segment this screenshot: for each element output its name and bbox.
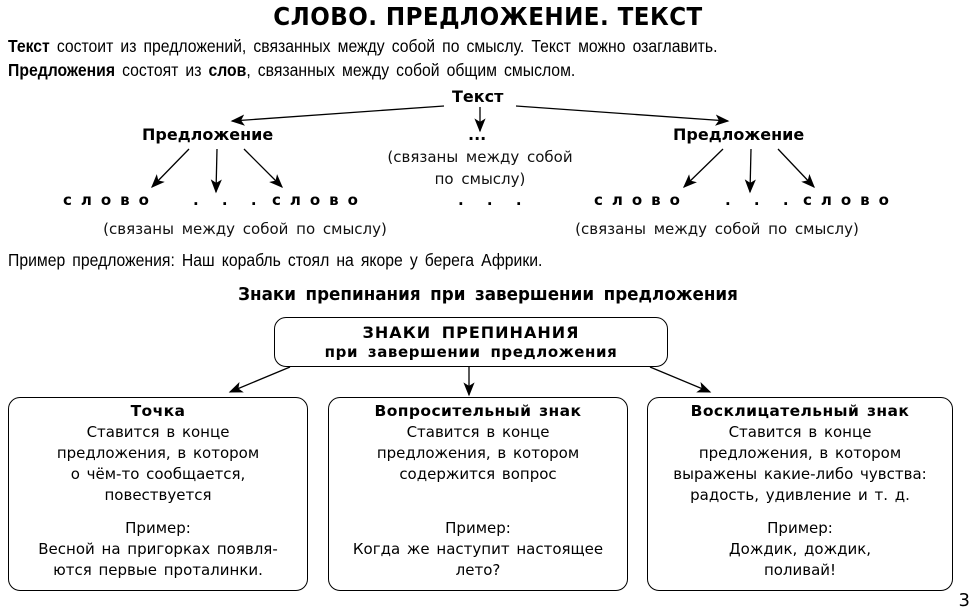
term-sentences: Предложения [8,60,116,80]
tree-root-text: Текст [452,87,504,106]
card-example-line: Дождик, дождик, [728,540,872,558]
tree-word: слово [63,191,158,209]
card-title: Вопросительный знак [374,402,582,420]
tree-words-note-left: (связаны между собой по смыслу) [103,220,387,238]
tree-word-ellipsis: . . . [725,191,798,209]
card-description-line: Ставится в конце [406,423,550,441]
arrow-sentence-to-word [243,148,283,188]
arrow-sentence-to-word [777,148,815,189]
tree-word: слово [272,191,367,209]
tree-middle-ellipsis: . . . [458,191,531,209]
arrow-sentence-to-ellipsis [744,148,756,194]
arrow-text-to-sentence-left [230,105,445,126]
tree-word: слово [803,191,898,209]
card-example-label: Пример: [125,519,191,537]
term-words: слов [208,60,247,80]
section-heading: Знаки препинания при завершении предложе… [238,284,738,305]
card-description-line: Ставится в конце [86,423,230,441]
arrow-sentence-to-word [682,148,724,188]
card-exclamation-mark: Восклицательный знак Ставится в конце пр… [647,397,953,591]
arrow-box-to-card-exclamation [649,366,712,393]
card-description-line: содержится вопрос [399,465,557,483]
punctuation-box-title: ЗНАКИ ПРЕПИНАНИЯ [362,323,580,342]
card-example-line: Когда же наступит настоящее [352,540,604,558]
card-example-line: лето? [455,561,501,579]
card-description-line: предложения, в котором [698,444,902,462]
example-sentence: Пример предложения: Наш корабль стоял на… [8,250,543,270]
card-title: Восклицательный знак [690,402,910,420]
arrow-box-to-card-period [228,366,291,393]
intro-sentence-definition: Предложения состоят из слов, связанных м… [8,60,576,80]
card-example-line: поливай! [763,561,837,579]
card-example-label: Пример: [767,519,833,537]
tree-sentence-left: Предложение [142,125,274,144]
card-description-line: радость, удивление и т. д. [690,486,910,504]
tree-word-ellipsis: . . . [193,191,266,209]
card-example-label: Пример: [445,519,511,537]
card-title: Точка [130,402,186,420]
punctuation-box-subtitle: при завершении предложения [324,343,618,361]
tree-root-note-line2: по смыслу) [434,170,526,188]
page-number: 3 [958,590,970,611]
card-description-line: повествуется [104,486,212,504]
intro-text-definition: Текст состоит из предложений, связанных … [8,36,718,56]
arrow-text-to-sentence-right [515,105,730,126]
term-text: Текст [8,36,50,56]
punctuation-root-box: ЗНАКИ ПРЕПИНАНИЯ при завершении предложе… [274,317,668,367]
tree-sentence-right: Предложение [673,125,805,144]
card-question-mark: Вопросительный знак Ставится в конце пре… [328,397,628,591]
card-description-line: выражены какие-либо чувства: [673,465,927,483]
card-example-line: ются первые проталинки. [53,561,263,579]
arrow-sentence-to-ellipsis [210,148,222,194]
arrow-sentence-to-word [151,148,190,189]
page-title: СЛОВО. ПРЕДЛОЖЕНИЕ. ТЕКСТ [273,2,703,31]
card-description-line: предложения, в котором [376,444,580,462]
tree-words-note-right: (связаны между собой по смыслу) [575,220,859,238]
card-period: Точка Ставится в конце предложения, в ко… [8,397,308,591]
card-description-line: предложения, в котором [56,444,260,462]
card-description-line: Ставится в конце [728,423,872,441]
card-description-line: о чём-то сообщается, [70,465,246,483]
tree-root-note-line1: (связаны между собой [387,148,573,166]
tree-word: слово [594,191,689,209]
card-example-line: Весной на пригорках появля- [38,540,278,558]
